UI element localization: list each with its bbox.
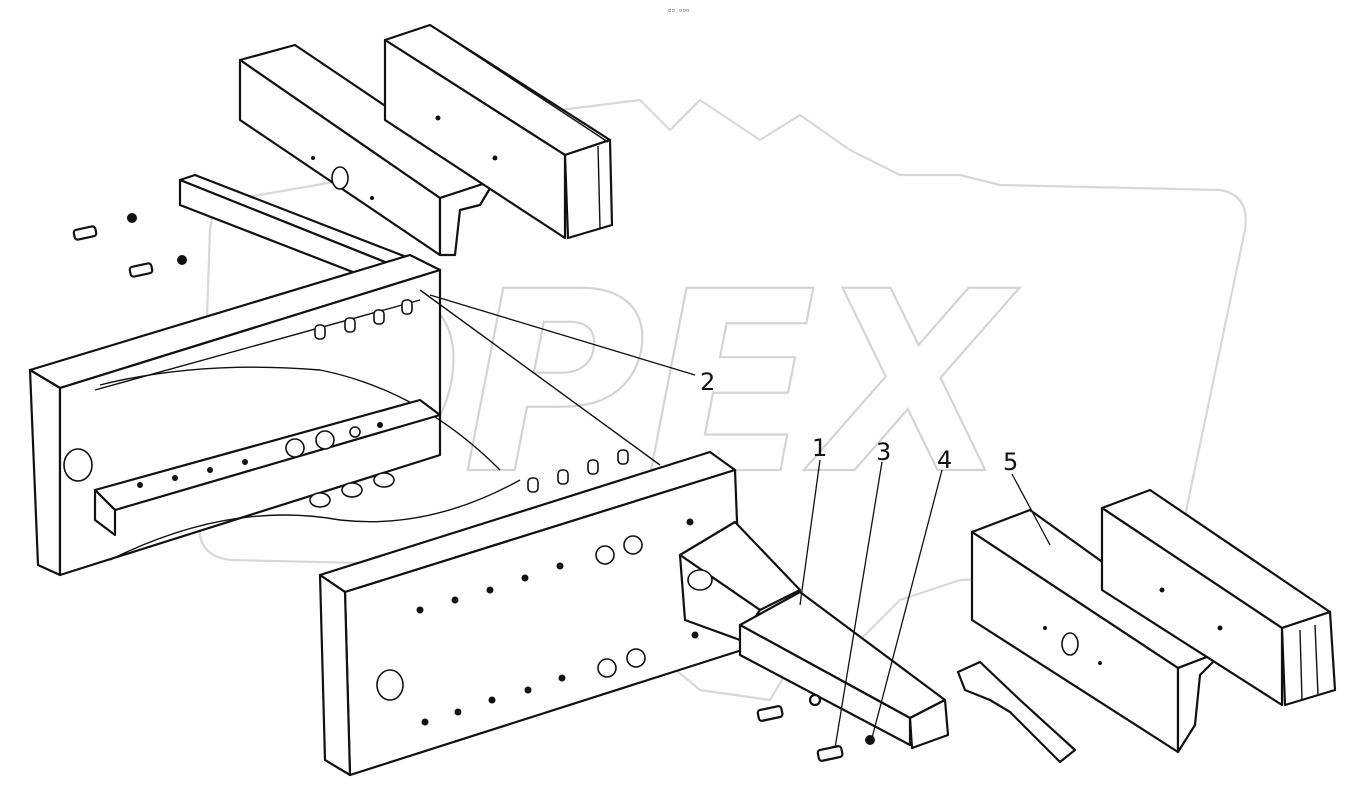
upper-end-cap <box>383 23 614 240</box>
lower-bracket <box>956 660 1077 764</box>
leader-lines <box>429 294 1051 749</box>
crossmember <box>93 289 661 561</box>
callout-1: 1 <box>812 434 827 462</box>
callout-2: 2 <box>700 368 715 396</box>
upper-fasteners <box>72 213 187 278</box>
header-mark: ▫▫ ▫▫▫ <box>668 7 690 14</box>
callout-5: 5 <box>1003 448 1018 476</box>
upper-housing-box <box>238 43 497 257</box>
lower-end-cap <box>1100 488 1337 707</box>
extension-bracket <box>678 520 950 750</box>
right-frame-rail <box>318 450 744 777</box>
lower-fasteners <box>756 693 875 762</box>
callout-3: 3 <box>876 438 891 466</box>
callout-4: 4 <box>937 446 952 474</box>
